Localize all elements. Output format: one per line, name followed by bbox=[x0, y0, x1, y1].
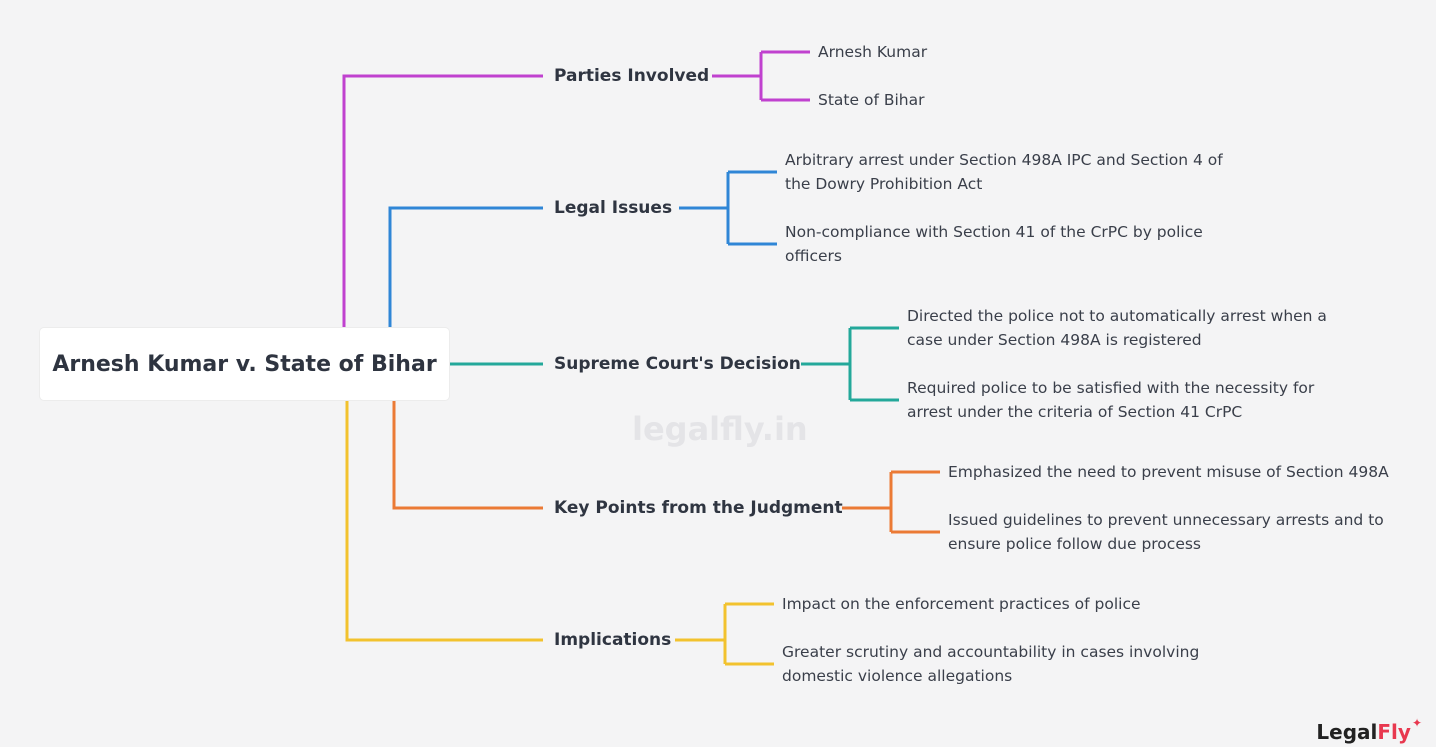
connector-key-points-leaves bbox=[842, 470, 940, 534]
connector-implications bbox=[345, 400, 543, 642]
spark-icon: ✦ bbox=[1411, 716, 1422, 730]
leaf-implications-1[interactable]: Impact on the enforcement practices of p… bbox=[782, 595, 1141, 613]
leaf-legal-issues-1[interactable]: Arbitrary arrest under Section 498A IPC … bbox=[785, 151, 1223, 193]
brand-suffix: Fly bbox=[1377, 720, 1411, 744]
connector-implications-leaves bbox=[675, 602, 774, 666]
leaf-legal-issues-2[interactable]: Non-compliance with Section 41 of the Cr… bbox=[785, 223, 1203, 265]
leaf-key-points-1[interactable]: Emphasized the need to prevent misuse of… bbox=[948, 463, 1389, 481]
branch-implications[interactable]: Implications bbox=[554, 630, 672, 650]
branch-supreme-court-decision[interactable]: Supreme Court's Decision bbox=[554, 354, 801, 374]
root-title: Arnesh Kumar v. State of Bihar bbox=[52, 351, 437, 377]
root-node[interactable]: Arnesh Kumar v. State of Bihar bbox=[40, 328, 449, 400]
leaf-implications-2[interactable]: Greater scrutiny and accountability in c… bbox=[782, 643, 1200, 685]
leaf-key-points-2[interactable]: Issued guidelines to prevent unnecessary… bbox=[948, 511, 1384, 553]
leaf-parties-2[interactable]: State of Bihar bbox=[818, 91, 925, 109]
brand-prefix: Legal bbox=[1316, 720, 1378, 744]
branch-parties-involved[interactable]: Parties Involved bbox=[554, 66, 710, 86]
connector-key-points bbox=[392, 400, 543, 510]
connector-supreme-court-decision-leaves bbox=[801, 326, 899, 402]
leaf-decision-2[interactable]: Required police to be satisfied with the… bbox=[907, 379, 1315, 421]
connector-parties-involved bbox=[342, 74, 543, 328]
watermark: legalfly.in bbox=[632, 410, 808, 448]
branch-key-points[interactable]: Key Points from the Judgment bbox=[554, 498, 843, 518]
leaf-parties-1[interactable]: Arnesh Kumar bbox=[818, 43, 928, 61]
connector-parties-leaves bbox=[712, 50, 810, 102]
connector-legal-issues-leaves bbox=[679, 170, 777, 246]
connector-legal-issues bbox=[388, 206, 543, 328]
leaf-decision-1[interactable]: Directed the police not to automatically… bbox=[907, 307, 1327, 349]
branch-legal-issues[interactable]: Legal Issues bbox=[554, 198, 673, 218]
